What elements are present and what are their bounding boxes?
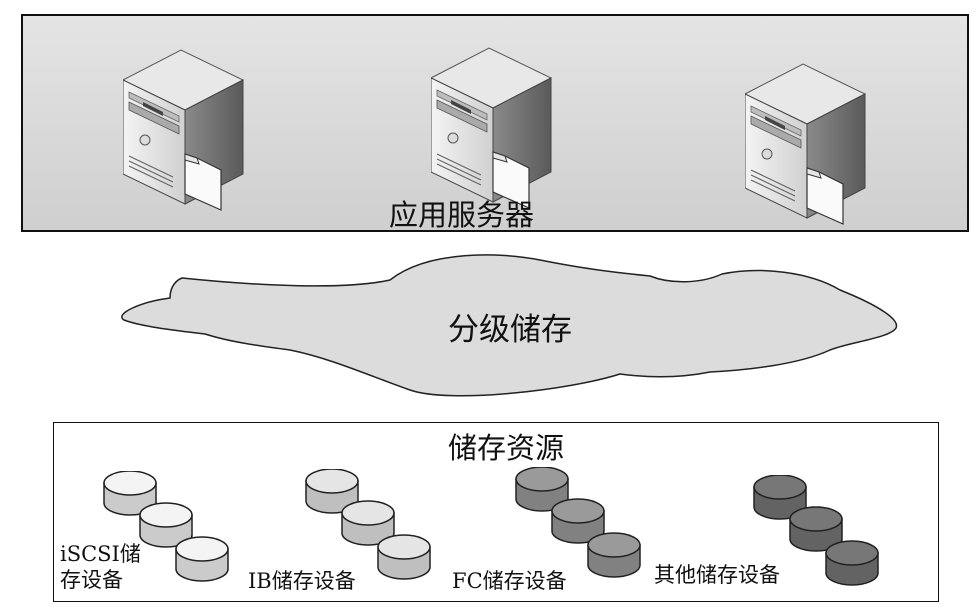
server-icon bbox=[123, 42, 253, 212]
disk-cylinder bbox=[139, 502, 193, 548]
disk-stack-icon bbox=[305, 469, 431, 580]
fc-storage-label: FC储存设备 bbox=[452, 569, 567, 593]
disk-cylinder bbox=[341, 500, 395, 546]
disk-cylinder bbox=[753, 475, 807, 520]
ib-storage-group bbox=[304, 469, 434, 599]
iscsi-storage-label-line1: iSCSI储 bbox=[60, 542, 141, 566]
disk-cylinder bbox=[377, 534, 431, 580]
iscsi-storage-label-line2: 存设备 bbox=[60, 568, 123, 592]
iscsi-storage-group bbox=[102, 471, 232, 601]
application-servers-label: 应用服务器 bbox=[389, 198, 535, 232]
tiered-storage-label: 分级储存 bbox=[448, 312, 572, 348]
disk-stack-icon bbox=[515, 467, 641, 578]
iscsi-storage-label: iSCSI储 存设备 bbox=[60, 541, 141, 593]
storage-resources-label: 储存资源 bbox=[448, 431, 565, 465]
disk-stack-icon bbox=[753, 475, 879, 586]
disk-cylinder bbox=[175, 536, 229, 582]
disk-cylinder bbox=[551, 498, 605, 544]
application-servers-panel: 应用服务器 bbox=[21, 14, 969, 232]
disk-cylinder bbox=[789, 506, 843, 552]
disk-cylinder bbox=[587, 532, 641, 578]
disk-cylinder bbox=[825, 540, 879, 586]
server-icon bbox=[745, 56, 875, 226]
fc-storage-group bbox=[514, 467, 644, 597]
other-storage-group bbox=[752, 475, 882, 605]
disk-cylinder bbox=[515, 467, 569, 512]
tiered-storage-cloud: 分级储存 bbox=[110, 250, 910, 410]
disk-stack-icon bbox=[103, 471, 229, 582]
storage-resources-panel: 储存资源 iSCSI储 存设备 IB储存设备 FC储存设备 其他储存设备 bbox=[53, 422, 939, 602]
ib-storage-label: IB储存设备 bbox=[248, 569, 356, 593]
other-storage-label: 其他储存设备 bbox=[654, 563, 780, 587]
disk-cylinder bbox=[103, 471, 157, 516]
server-icon bbox=[431, 40, 561, 210]
disk-cylinder bbox=[305, 469, 359, 514]
